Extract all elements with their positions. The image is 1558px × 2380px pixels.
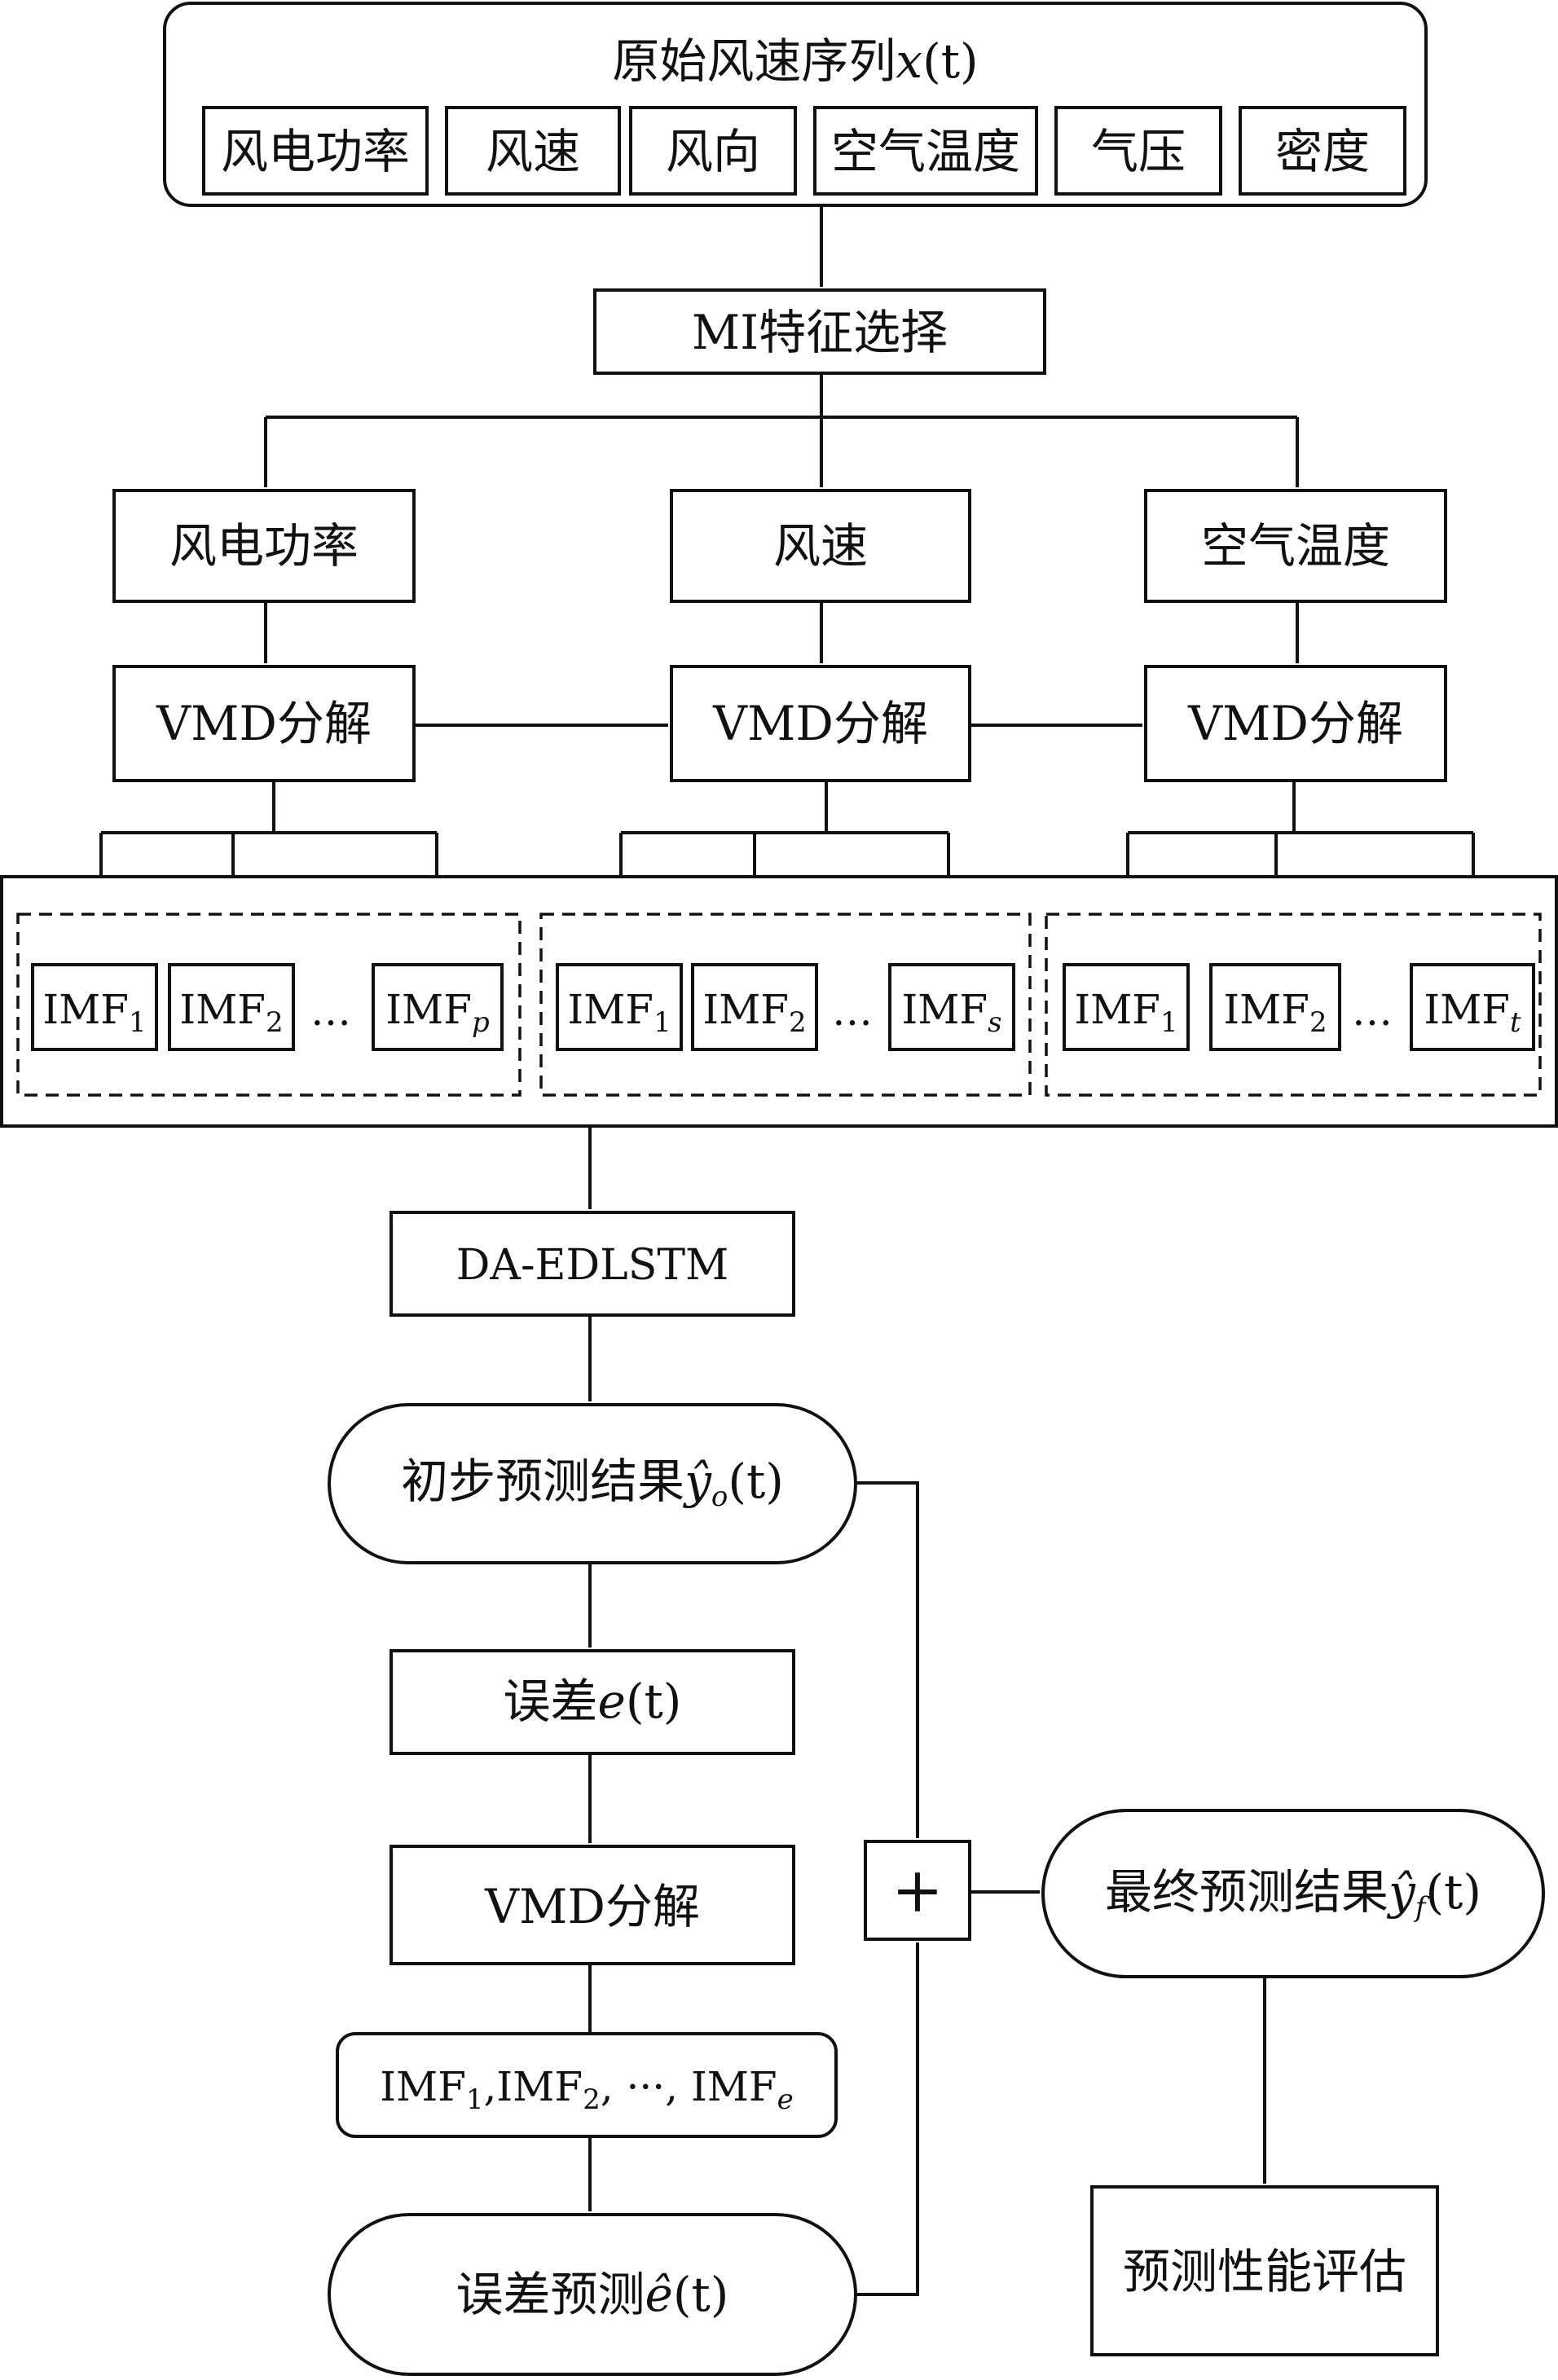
feature-label-air-pressure: 气压 — [1091, 124, 1186, 179]
imf-label-1-p: IMFp — [385, 986, 489, 1039]
initial-prediction-label: 初步预测结果ŷo(t) — [401, 1454, 784, 1513]
evaluation-label: 预测性能评估 — [1123, 2244, 1406, 2299]
imf-box-1-2 — [168, 963, 295, 1051]
vmd-label-wind-speed: VMD分解 — [712, 696, 928, 751]
imf-box-2-2 — [691, 963, 818, 1051]
error-vmd-box — [390, 1845, 795, 1965]
vmd-box-air-temperature — [1144, 665, 1447, 782]
connector-vmd-1-fanout — [101, 781, 437, 834]
feature-label-wind-speed: 风速 — [486, 124, 580, 179]
imf-label-3-2: IMF2 — [1223, 986, 1327, 1039]
imf-group-wind-speed — [539, 913, 1032, 1097]
imf-group-air-temperature — [1045, 913, 1542, 1097]
imf-ellipsis-1: … — [310, 988, 351, 1035]
model-label: DA-EDLSTM — [456, 1241, 729, 1290]
feature-box-wind-speed — [445, 106, 621, 196]
feature-label-wind-direction: 风向 — [666, 124, 760, 179]
imf-group-wind-power — [16, 913, 522, 1097]
imf-box-3-t — [1410, 963, 1535, 1051]
mi-feature-selection-box — [593, 288, 1046, 375]
imf-label-2-s: IMFs — [901, 986, 1001, 1039]
plus-symbol: + — [891, 1854, 944, 1926]
error-vmd-label: VMD分解 — [484, 1879, 700, 1934]
imf-label-3-t: IMFt — [1424, 986, 1521, 1039]
imf-box-3-2 — [1209, 963, 1341, 1051]
imf-label-2-1: IMF1 — [567, 986, 671, 1039]
imf-label-1-1: IMF1 — [42, 986, 146, 1039]
selected-label-wind-power: 风电功率 — [169, 518, 359, 574]
mi-feature-selection-label: MI特征选择 — [692, 305, 948, 360]
connector-vmd-2-fanout — [621, 781, 948, 834]
connector-mi-fanout — [266, 373, 1297, 419]
imf-box-2-1 — [556, 963, 683, 1051]
error-prediction-label: 误差预测ê(t) — [456, 2267, 729, 2322]
feature-label-air-temperature: 空气温度 — [831, 124, 1020, 179]
imf-box-1-1 — [31, 963, 158, 1051]
final-prediction-label: 最终预测结果ŷf(t) — [1105, 1864, 1481, 1924]
feature-label-wind-power: 风电功率 — [221, 124, 410, 179]
error-imfs-box — [336, 2032, 838, 2138]
vmd-box-wind-speed — [670, 665, 971, 782]
error-imfs-label: IMF1,IMF2, ···, IMFe — [380, 2063, 794, 2116]
error-box — [390, 1649, 795, 1755]
vmd-label-wind-power: VMD分解 — [156, 696, 372, 751]
imf-box-2-s — [888, 963, 1015, 1051]
connector-vmd-3-fanout — [1128, 781, 1473, 834]
vmd-label-air-temperature: VMD分解 — [1187, 696, 1403, 751]
imf-label-3-1: IMF1 — [1074, 986, 1177, 1039]
selected-box-wind-power — [112, 489, 416, 603]
feature-box-air-temperature — [813, 106, 1038, 196]
imf-label-2-2: IMF2 — [702, 986, 806, 1039]
selected-label-wind-speed: 风速 — [773, 518, 868, 574]
feature-box-density — [1239, 106, 1406, 196]
selected-box-air-temperature — [1144, 489, 1447, 603]
imf-box-3-1 — [1063, 963, 1190, 1051]
vmd-box-wind-power — [112, 665, 416, 782]
feature-label-density: 密度 — [1275, 124, 1370, 179]
model-box — [390, 1211, 795, 1317]
final-prediction-box — [1041, 1809, 1545, 1978]
selected-label-air-temperature: 空气温度 — [1201, 518, 1390, 574]
input-series-title: 原始风速序列x(t) — [612, 33, 978, 89]
imf-label-1-2: IMF2 — [179, 986, 283, 1039]
arrow-error-pred-to-plus — [856, 1942, 919, 2296]
feature-box-wind-power — [202, 106, 429, 196]
feature-box-wind-direction — [629, 106, 797, 196]
imf-box-1-p — [372, 963, 504, 1051]
imf-ellipsis-3: … — [1352, 988, 1393, 1035]
error-label: 误差e(t) — [504, 1674, 682, 1729]
arrow-initial-to-plus — [856, 1481, 919, 1838]
feature-box-air-pressure — [1054, 106, 1222, 196]
imf-ellipsis-2: … — [832, 988, 873, 1035]
evaluation-box — [1090, 2185, 1439, 2356]
